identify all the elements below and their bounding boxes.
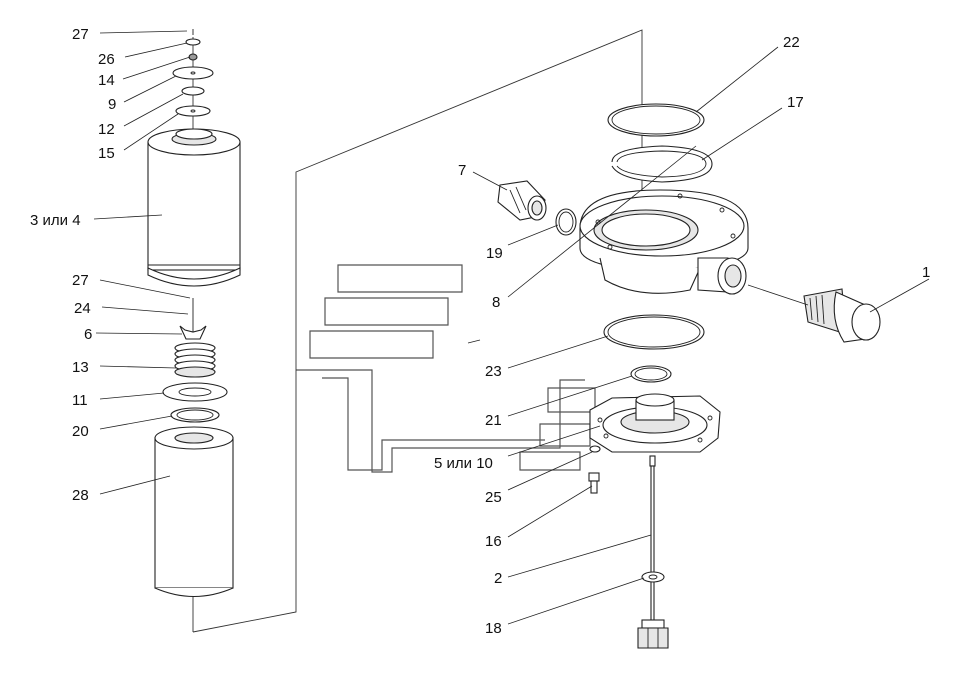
callout-3-or-4: 3 или 4 [30,212,81,229]
callout-14: 14 [98,72,115,89]
part-17 [611,145,713,183]
callout-11: 11 [72,392,88,409]
callout-26: 26 [98,51,115,68]
part-11 [162,382,228,402]
leader-lines [93,30,930,625]
part-9 [172,66,214,80]
part-6 [179,318,207,340]
part-26 [185,38,201,46]
callout-18: 18 [485,620,502,637]
callout-16: 16 [485,533,502,550]
part-22 [607,103,705,137]
part-3-housing [147,128,241,287]
part-16-bolt [588,472,600,494]
callout-27-top: 27 [72,26,89,43]
part-25 [589,445,601,453]
part-body-housing [579,189,749,294]
part-15 [175,105,211,117]
right-body-assembly [497,103,881,649]
callout-28: 28 [72,487,89,504]
callout-2: 2 [494,570,502,587]
callout-13: 13 [72,359,89,376]
callout-25: 25 [485,489,502,506]
callout-6: 6 [84,326,92,343]
callout-24: 24 [74,300,91,317]
part-28-filter-element [154,426,234,598]
callout-20: 20 [72,423,89,440]
background-watermark [296,264,596,473]
part-12 [181,86,205,96]
callout-21: 21 [485,412,502,429]
part-2-rod [649,455,656,627]
part-7-fitting [497,180,547,221]
callout-19: 19 [486,245,503,262]
callout-labels: 27 26 14 9 12 15 3 или 4 27 24 6 13 11 2… [30,26,930,637]
callout-27-bottom: 27 [72,272,89,289]
callout-7: 7 [458,162,466,179]
part-13-spring [174,342,216,378]
callout-8: 8 [492,294,500,311]
part-14 [188,53,198,61]
part-drain-plug [637,619,669,649]
callout-23: 23 [485,363,502,380]
part-1-sensor [803,288,881,343]
callout-15: 15 [98,145,115,162]
callout-5-or-10: 5 или 10 [434,455,493,472]
part-23 [603,314,705,350]
callout-1: 1 [922,264,930,281]
part-5-cover [589,393,721,453]
callout-9: 9 [108,96,116,113]
part-outlet-port [697,257,747,295]
left-filter-stack [147,29,241,598]
part-21 [630,365,672,383]
callout-17: 17 [787,94,804,111]
callout-12: 12 [98,121,115,138]
part-18 [641,571,665,583]
callout-22: 22 [783,34,800,51]
